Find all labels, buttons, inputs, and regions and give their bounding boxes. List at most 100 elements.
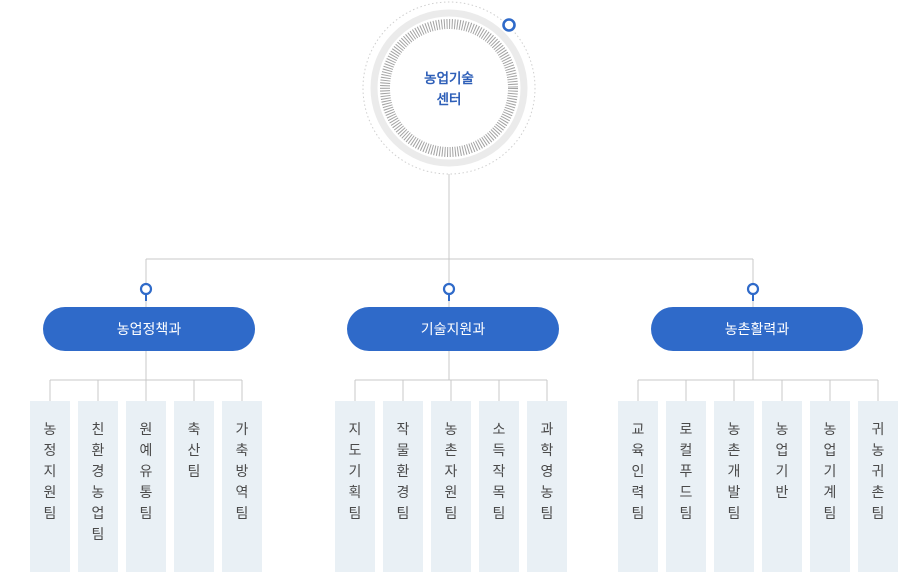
- team-char: 농: [91, 485, 105, 501]
- team-char: 로: [679, 422, 693, 438]
- team-char: 발: [727, 485, 741, 501]
- team-char: 영: [540, 464, 554, 480]
- team-char: 농: [823, 422, 837, 438]
- team-char: 축: [187, 422, 201, 438]
- team-char: 팀: [540, 506, 554, 522]
- team-char: 소: [492, 422, 506, 438]
- team-char: 원: [43, 485, 57, 501]
- pin-marker-3-ring: [746, 282, 760, 296]
- dept-rural-vitality-label: 농촌활력과: [724, 322, 790, 338]
- team-char: 육: [631, 443, 645, 459]
- team-char: 학: [540, 443, 554, 459]
- team-char: 드: [679, 485, 693, 501]
- accent-dot: [502, 18, 516, 32]
- team-char: 도: [348, 443, 362, 459]
- dept-agri-policy-label: 농업정책과: [116, 322, 182, 338]
- team-char: 팀: [91, 527, 105, 543]
- team-char: 산: [187, 443, 201, 459]
- team-char: 농: [727, 422, 741, 438]
- team-char: 경: [396, 485, 410, 501]
- team-char: 팀: [679, 506, 693, 522]
- team-char: 농: [444, 422, 458, 438]
- team-char: 지: [43, 464, 57, 480]
- team-char: 기: [348, 464, 362, 480]
- team-char: 팀: [631, 506, 645, 522]
- team-char: 업: [775, 443, 789, 459]
- team-char: 업: [91, 506, 105, 522]
- team-char: 업: [823, 443, 837, 459]
- team-char: 득: [492, 443, 506, 459]
- team-char: 력: [631, 485, 645, 501]
- team-char: 팀: [444, 506, 458, 522]
- team-char: 개: [727, 464, 741, 480]
- team-char: 통: [139, 485, 153, 501]
- team-char: 컬: [679, 443, 693, 459]
- team-char: 팀: [187, 464, 201, 480]
- center-title-line1: 농업기술: [424, 71, 474, 87]
- dept-tech-support-label: 기술지원과: [420, 322, 486, 338]
- team-char: 농: [540, 485, 554, 501]
- team-char: 기: [775, 464, 789, 480]
- team-char: 작: [396, 422, 410, 438]
- team-char: 과: [540, 422, 554, 438]
- team-char: 원: [139, 422, 153, 438]
- pin-marker-2-ring: [442, 282, 456, 296]
- team-char: 물: [396, 443, 410, 459]
- dept-agri-policy[interactable]: 농업정책과: [43, 307, 255, 351]
- team-char: 팀: [235, 506, 249, 522]
- team-char: 팀: [492, 506, 506, 522]
- team-char: 역: [235, 485, 249, 501]
- outer-dotted-ring: [362, 1, 536, 175]
- team-char: 가: [235, 422, 249, 438]
- pin-marker-3: [746, 282, 760, 301]
- team-char: 정: [43, 443, 57, 459]
- team-char: 원: [444, 485, 458, 501]
- team-char: 농: [43, 422, 57, 438]
- team-char: 반: [775, 485, 789, 501]
- team-char: 팀: [727, 506, 741, 522]
- team-char: 기: [823, 464, 837, 480]
- team-char: 계: [823, 485, 837, 501]
- pin-marker-1-ring: [139, 282, 153, 296]
- team-char: 팀: [871, 506, 885, 522]
- dept-rural-vitality[interactable]: 농촌활력과: [651, 307, 863, 351]
- team-char: 작: [492, 464, 506, 480]
- team-char: 예: [139, 443, 153, 459]
- team-char: 경: [91, 464, 105, 480]
- team-char: 팀: [348, 506, 362, 522]
- team-char: 목: [492, 485, 506, 501]
- team-char: 방: [235, 464, 249, 480]
- team-char: 팀: [139, 506, 153, 522]
- team-char: 귀: [871, 422, 885, 438]
- pin-marker-1: [139, 282, 153, 301]
- dept-tech-support[interactable]: 기술지원과: [347, 307, 559, 351]
- team-char: 농: [871, 443, 885, 459]
- team-char: 획: [348, 485, 362, 501]
- team-char: 교: [631, 422, 645, 438]
- team-char: 환: [91, 443, 105, 459]
- dotted-band: [380, 19, 518, 157]
- team-char: 지: [348, 422, 362, 438]
- team-char: 농: [775, 422, 789, 438]
- light-ring: [370, 9, 528, 167]
- team-char: 촌: [727, 443, 741, 459]
- center-title-line2: 센터: [437, 92, 462, 108]
- team-char: 인: [631, 464, 645, 480]
